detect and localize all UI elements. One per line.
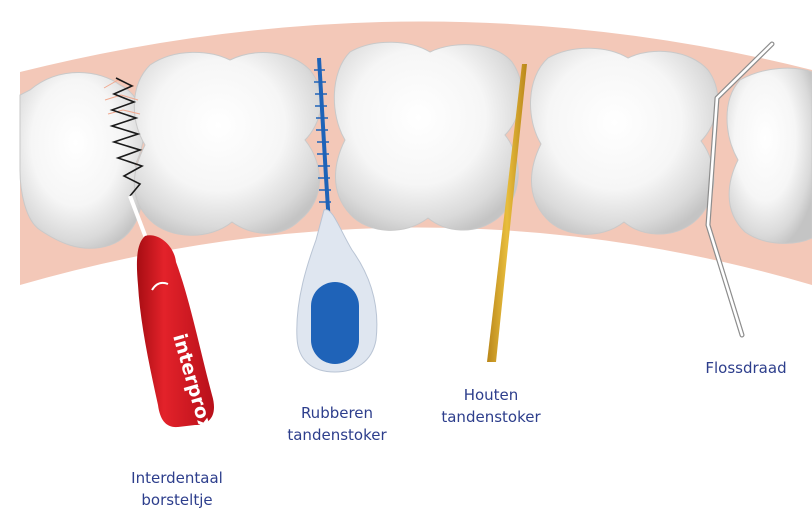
- tooth-3: [334, 42, 521, 230]
- tooth-5: [727, 68, 812, 243]
- label-interdental-brush: Interdentaal borsteltje: [124, 467, 230, 511]
- label-line: borsteltje: [124, 489, 230, 511]
- tooth-2: [134, 52, 321, 235]
- label-rubber-pick: Rubberen tandenstoker: [282, 402, 392, 446]
- label-line: tandenstoker: [282, 424, 392, 446]
- label-line: Flossdraad: [690, 357, 802, 379]
- rubber-pick-grip: [311, 282, 359, 364]
- label-line: tandenstoker: [436, 406, 546, 428]
- tooth-4: [531, 48, 718, 234]
- label-wooden-pick: Houten tandenstoker: [436, 384, 546, 428]
- label-line: Houten: [436, 384, 546, 406]
- label-floss: Flossdraad: [690, 357, 802, 379]
- label-line: Interdentaal: [124, 467, 230, 489]
- label-line: Rubberen: [282, 402, 392, 424]
